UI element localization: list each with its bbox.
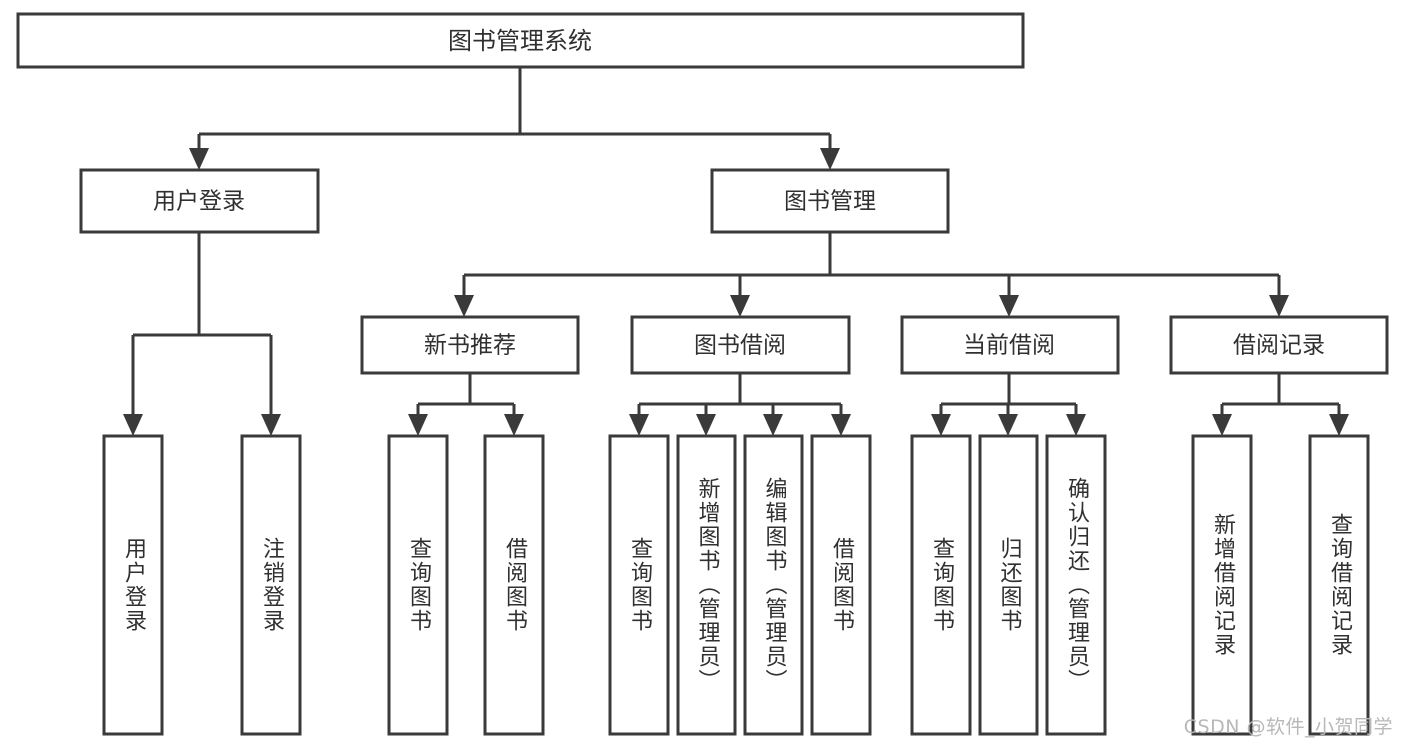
node-current-borrow[interactable]: 当前借阅 xyxy=(900,315,1120,375)
arrowhead-leaf-bb-1 xyxy=(696,414,716,436)
leaf-box-user-login-0[interactable] xyxy=(102,434,164,736)
leaf-box-bb-3[interactable] xyxy=(810,434,872,736)
leaf-group-user-login xyxy=(102,434,302,736)
arrowhead-leaf-cb-1 xyxy=(998,414,1018,436)
node-user-login-label: 用户登录 xyxy=(153,189,245,215)
node-borrow-record-box[interactable] xyxy=(1169,315,1389,375)
arrowhead-leaf-cb-0 xyxy=(931,414,951,436)
watermark-text: CSDN @软件_小贺同学 xyxy=(1183,716,1393,738)
arrowhead-borrow-record xyxy=(1269,295,1289,317)
arrowhead-leaf-nbr-0 xyxy=(408,414,428,436)
node-current-borrow-label: 当前借阅 xyxy=(963,333,1055,359)
arrowhead-current-borrow xyxy=(999,295,1019,317)
arrowhead-leaf-cb-2 xyxy=(1066,414,1086,436)
node-book-management[interactable]: 图书管理 xyxy=(710,168,950,234)
leaf-box-bb-1[interactable] xyxy=(676,434,737,736)
node-borrow-record[interactable]: 借阅记录 xyxy=(1169,315,1389,375)
arrowhead-leaf-user-login-1 xyxy=(261,414,281,436)
leaf-box-bb-0[interactable] xyxy=(608,434,670,736)
leaf-group-book-borrow xyxy=(608,434,872,736)
leaf-box-br-1[interactable] xyxy=(1308,434,1370,736)
node-user-login-box[interactable] xyxy=(79,168,320,234)
leaf-box-cb-0[interactable] xyxy=(910,434,972,736)
leaf-box-bb-2[interactable] xyxy=(743,434,804,736)
node-new-book-recommend-box[interactable] xyxy=(360,315,580,375)
node-new-book-recommend-label: 新书推荐 xyxy=(424,333,516,359)
connector-group-book-borrow xyxy=(629,373,851,436)
leaf-group-new-book-recommend xyxy=(387,434,545,736)
connector-group-root xyxy=(189,67,840,170)
connector-group-new-book-recommend xyxy=(408,373,524,436)
node-book-management-label: 图书管理 xyxy=(784,189,876,215)
arrowhead-new-book-recommend xyxy=(454,295,474,317)
arrowhead-book-borrow xyxy=(730,295,750,317)
arrowhead-leaf-bb-3 xyxy=(831,414,851,436)
leaf-group-current-borrow xyxy=(910,434,1107,736)
leaf-group-borrow-record xyxy=(1191,434,1370,736)
arrowhead-book-mgmt xyxy=(820,148,840,170)
leaf-box-cb-1[interactable] xyxy=(978,434,1039,736)
arrowhead-leaf-br-1 xyxy=(1329,414,1349,436)
leaf-box-nbr-1[interactable] xyxy=(483,434,545,736)
node-current-borrow-box[interactable] xyxy=(900,315,1120,375)
leaf-box-br-0[interactable] xyxy=(1191,434,1253,736)
node-root-box[interactable] xyxy=(16,12,1025,69)
leaf-box-nbr-0[interactable] xyxy=(387,434,449,736)
node-book-borrow[interactable]: 图书借阅 xyxy=(630,315,851,375)
connector-group-user-login xyxy=(123,232,281,436)
node-borrow-record-label: 借阅记录 xyxy=(1233,333,1325,359)
node-book-management-box[interactable] xyxy=(710,168,950,234)
node-book-borrow-label: 图书借阅 xyxy=(694,333,786,359)
connector-group-current-borrow xyxy=(931,373,1086,436)
arrowhead-leaf-bb-0 xyxy=(629,414,649,436)
arrowhead-leaf-nbr-1 xyxy=(504,414,524,436)
connector-group-borrow-record xyxy=(1212,373,1349,436)
leaf-box-user-login-1[interactable] xyxy=(240,434,302,736)
node-book-borrow-box[interactable] xyxy=(630,315,851,375)
arrowhead-leaf-bb-2 xyxy=(763,414,783,436)
node-root-label: 图书管理系统 xyxy=(448,27,592,55)
connector-group-book-mgmt xyxy=(454,232,1289,317)
arrowhead-leaf-user-login-0 xyxy=(123,414,143,436)
node-root[interactable]: 图书管理系统 xyxy=(16,12,1025,69)
node-new-book-recommend[interactable]: 新书推荐 xyxy=(360,315,580,375)
leaf-box-cb-2[interactable] xyxy=(1045,434,1107,736)
node-user-login[interactable]: 用户登录 xyxy=(79,168,320,234)
arrowhead-leaf-br-0 xyxy=(1212,414,1232,436)
arrowhead-user-login xyxy=(189,148,209,170)
